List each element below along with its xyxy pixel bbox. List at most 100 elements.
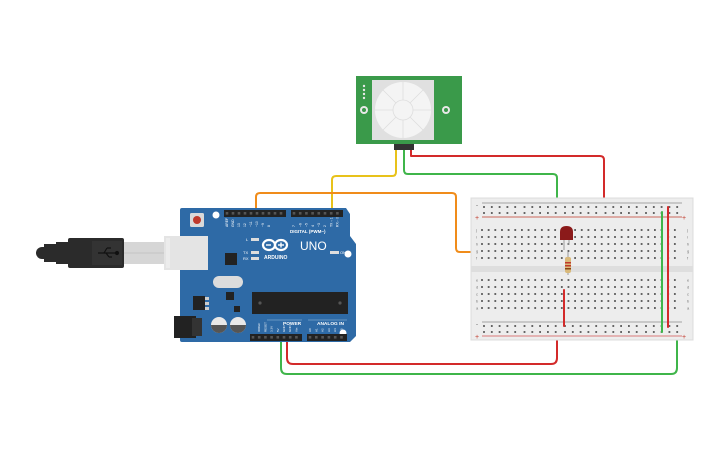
breadboard-hole[interactable] — [498, 331, 501, 333]
header-pin[interactable] — [243, 212, 247, 215]
breadboard-hole[interactable] — [554, 286, 557, 288]
breadboard-hole[interactable] — [594, 243, 596, 245]
breadboard-hole[interactable] — [574, 300, 576, 302]
breadboard-hole[interactable] — [554, 293, 557, 295]
breadboard-hole[interactable] — [614, 286, 616, 288]
red-led[interactable] — [560, 226, 573, 250]
breadboard-hole[interactable] — [487, 300, 490, 302]
breadboard-hole[interactable] — [527, 307, 530, 309]
breadboard-hole[interactable] — [564, 331, 566, 333]
breadboard-hole[interactable] — [506, 212, 509, 214]
breadboard-hole[interactable] — [634, 307, 636, 309]
breadboard-hole[interactable] — [527, 243, 530, 245]
breadboard-hole[interactable] — [547, 243, 550, 245]
breadboard-hole[interactable] — [652, 325, 655, 327]
breadboard-hole[interactable] — [554, 279, 557, 281]
breadboard-hole[interactable] — [612, 325, 615, 327]
breadboard-hole[interactable] — [620, 300, 623, 302]
breadboard-hole[interactable] — [498, 325, 501, 327]
breadboard-hole[interactable] — [527, 257, 530, 259]
header-pin[interactable] — [305, 212, 308, 215]
breadboard-hole[interactable] — [540, 257, 543, 259]
breadboard-hole[interactable] — [547, 229, 550, 231]
breadboard-hole[interactable] — [547, 293, 550, 295]
breadboard-hole[interactable] — [481, 286, 483, 288]
breadboard-hole[interactable] — [481, 243, 483, 245]
breadboard-hole[interactable] — [634, 236, 636, 238]
breadboard-hole[interactable] — [647, 250, 650, 252]
breadboard-hole[interactable] — [640, 257, 643, 259]
header-pin[interactable] — [317, 212, 321, 215]
breadboard-hole[interactable] — [647, 229, 650, 231]
breadboard-hole[interactable] — [506, 331, 509, 333]
breadboard-hole[interactable] — [647, 300, 650, 302]
header-pin[interactable] — [264, 336, 267, 339]
breadboard-hole[interactable] — [483, 206, 485, 208]
breadboard-hole[interactable] — [514, 331, 517, 333]
breadboard-hole[interactable] — [487, 257, 490, 259]
breadboard-hole[interactable] — [531, 206, 534, 208]
breadboard-hole[interactable] — [574, 243, 576, 245]
header-pin[interactable] — [267, 212, 271, 215]
breadboard-hole[interactable] — [580, 293, 583, 295]
breadboard-hole[interactable] — [673, 229, 676, 231]
breadboard-hole[interactable] — [490, 212, 493, 214]
breadboard-hole[interactable] — [628, 206, 630, 208]
breadboard-hole[interactable] — [539, 212, 541, 214]
breadboard-hole[interactable] — [640, 293, 643, 295]
breadboard-hole[interactable] — [635, 331, 638, 333]
breadboard-hole[interactable] — [579, 325, 582, 327]
breadboard-hole[interactable] — [614, 229, 616, 231]
breadboard-hole[interactable] — [587, 236, 590, 238]
breadboard-hole[interactable] — [627, 243, 630, 245]
breadboard-hole[interactable] — [534, 279, 537, 281]
breadboard-hole[interactable] — [521, 300, 523, 302]
breadboard-hole[interactable] — [481, 257, 483, 259]
header-pin[interactable] — [270, 336, 273, 339]
breadboard-hole[interactable] — [523, 206, 526, 208]
breadboard-hole[interactable] — [487, 279, 490, 281]
breadboard-hole[interactable] — [673, 286, 676, 288]
breadboard-hole[interactable] — [673, 300, 676, 302]
breadboard-hole[interactable] — [620, 293, 623, 295]
breadboard-hole[interactable] — [547, 236, 550, 238]
breadboard-hole[interactable] — [521, 257, 523, 259]
breadboard-hole[interactable] — [560, 286, 563, 288]
breadboard-hole[interactable] — [595, 212, 598, 214]
breadboard-hole[interactable] — [560, 243, 563, 245]
breadboard-hole[interactable] — [587, 243, 590, 245]
breadboard-hole[interactable] — [614, 279, 616, 281]
breadboard-hole[interactable] — [560, 307, 563, 309]
breadboard-hole[interactable] — [539, 331, 541, 333]
breadboard-hole[interactable] — [487, 243, 490, 245]
breadboard-hole[interactable] — [507, 236, 510, 238]
header-pin[interactable] — [282, 336, 286, 339]
breadboard-hole[interactable] — [668, 331, 671, 333]
breadboard-hole[interactable] — [579, 331, 582, 333]
breadboard-hole[interactable] — [483, 331, 485, 333]
breadboard-hole[interactable] — [567, 300, 570, 302]
breadboard-hole[interactable] — [534, 236, 537, 238]
breadboard-hole[interactable] — [547, 300, 550, 302]
breadboard-hole[interactable] — [490, 325, 493, 327]
breadboard-hole[interactable] — [574, 250, 576, 252]
breadboard-hole[interactable] — [507, 293, 510, 295]
breadboard-hole[interactable] — [634, 300, 636, 302]
breadboard-hole[interactable] — [507, 286, 510, 288]
breadboard-hole[interactable] — [594, 293, 596, 295]
breadboard-hole[interactable] — [521, 307, 523, 309]
breadboard-hole[interactable] — [627, 286, 630, 288]
breadboard-hole[interactable] — [554, 325, 557, 327]
breadboard-hole[interactable] — [607, 229, 610, 231]
breadboard-hole[interactable] — [640, 243, 643, 245]
breadboard-hole[interactable] — [652, 331, 655, 333]
header-pin[interactable] — [295, 336, 298, 339]
breadboard-hole[interactable] — [640, 279, 643, 281]
breadboard-hole[interactable] — [580, 307, 583, 309]
breadboard-hole[interactable] — [607, 236, 610, 238]
breadboard-hole[interactable] — [571, 212, 574, 214]
breadboard-hole[interactable] — [627, 250, 630, 252]
breadboard-hole[interactable] — [501, 279, 503, 281]
breadboard-hole[interactable] — [574, 286, 576, 288]
breadboard-hole[interactable] — [534, 250, 537, 252]
